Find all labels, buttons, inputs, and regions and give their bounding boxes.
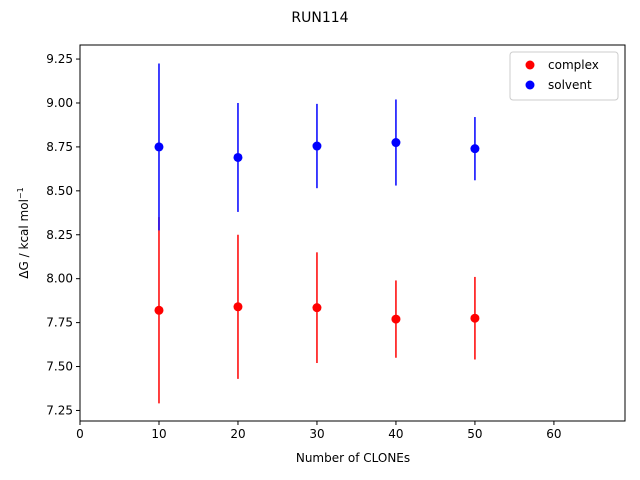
legend: complex solvent — [509, 51, 619, 101]
y-tick-label-2: 7.75 — [46, 316, 73, 330]
y-tick-label-1: 7.50 — [46, 360, 73, 374]
series-complex — [154, 217, 480, 404]
complex-point-4 — [470, 313, 480, 323]
x-tick-label-6: 60 — [546, 427, 561, 441]
legend-label-solvent: solvent — [548, 78, 592, 92]
legend-box — [509, 51, 619, 101]
x-axis-label: Number of CLONEs — [296, 451, 410, 465]
axes-frame — [79, 44, 626, 422]
y-axis: 7.25 7.50 7.75 8.00 8.25 8.50 8.75 9.00 9.25 — [46, 52, 80, 417]
complex-point-1 — [233, 302, 243, 312]
legend-marker-complex — [525, 60, 535, 70]
solvent-point-1 — [233, 152, 243, 162]
y-tick-label-0: 7.25 — [46, 403, 73, 417]
x-tick-label-2: 20 — [230, 427, 245, 441]
solvent-point-2 — [312, 141, 322, 151]
complex-point-0 — [154, 305, 164, 315]
complex-point-2 — [312, 303, 322, 313]
y-tick-label-5: 8.50 — [46, 184, 73, 198]
x-tick-label-3: 30 — [309, 427, 324, 441]
x-tick-label-1: 10 — [151, 427, 166, 441]
complex-point-3 — [391, 314, 401, 324]
legend-label-complex: complex — [548, 58, 599, 72]
y-tick-label-7: 9.00 — [46, 96, 73, 110]
y-tick-label-4: 8.25 — [46, 228, 73, 242]
x-tick-label-4: 40 — [388, 427, 403, 441]
solvent-point-0 — [154, 142, 164, 152]
x-tick-label-0: 0 — [76, 427, 84, 441]
y-axis-label-main: ΔG / kcal mol — [17, 199, 31, 279]
y-tick-label-6: 8.75 — [46, 140, 73, 154]
x-axis: 0 10 20 30 40 50 60 — [76, 421, 562, 441]
y-tick-label-8: 9.25 — [46, 52, 73, 66]
solvent-point-3 — [391, 138, 401, 148]
series-solvent — [154, 63, 480, 231]
plot-area — [79, 44, 626, 422]
y-axis-label: ΔG / kcal mol−1 — [16, 187, 31, 278]
y-tick-label-3: 8.00 — [46, 272, 73, 286]
legend-marker-solvent — [525, 80, 535, 90]
y-axis-label-superscript: −1 — [16, 187, 25, 199]
solvent-point-4 — [470, 144, 480, 154]
chart-title: RUN114 — [291, 10, 348, 26]
x-tick-label-5: 50 — [467, 427, 482, 441]
